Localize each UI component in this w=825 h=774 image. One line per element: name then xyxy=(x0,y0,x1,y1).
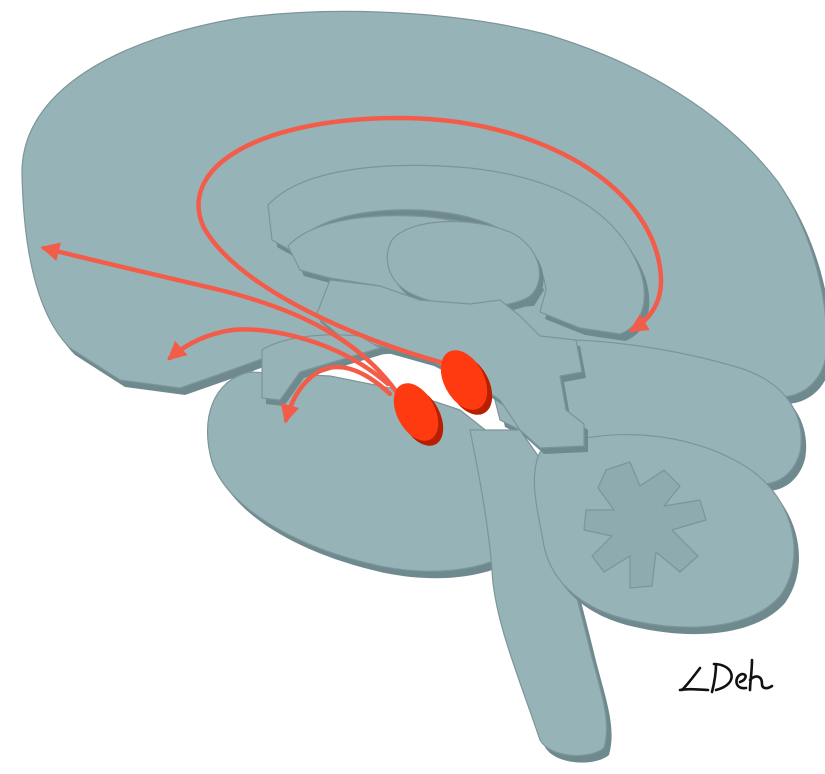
signature xyxy=(680,660,772,692)
brain-slab xyxy=(22,11,825,762)
